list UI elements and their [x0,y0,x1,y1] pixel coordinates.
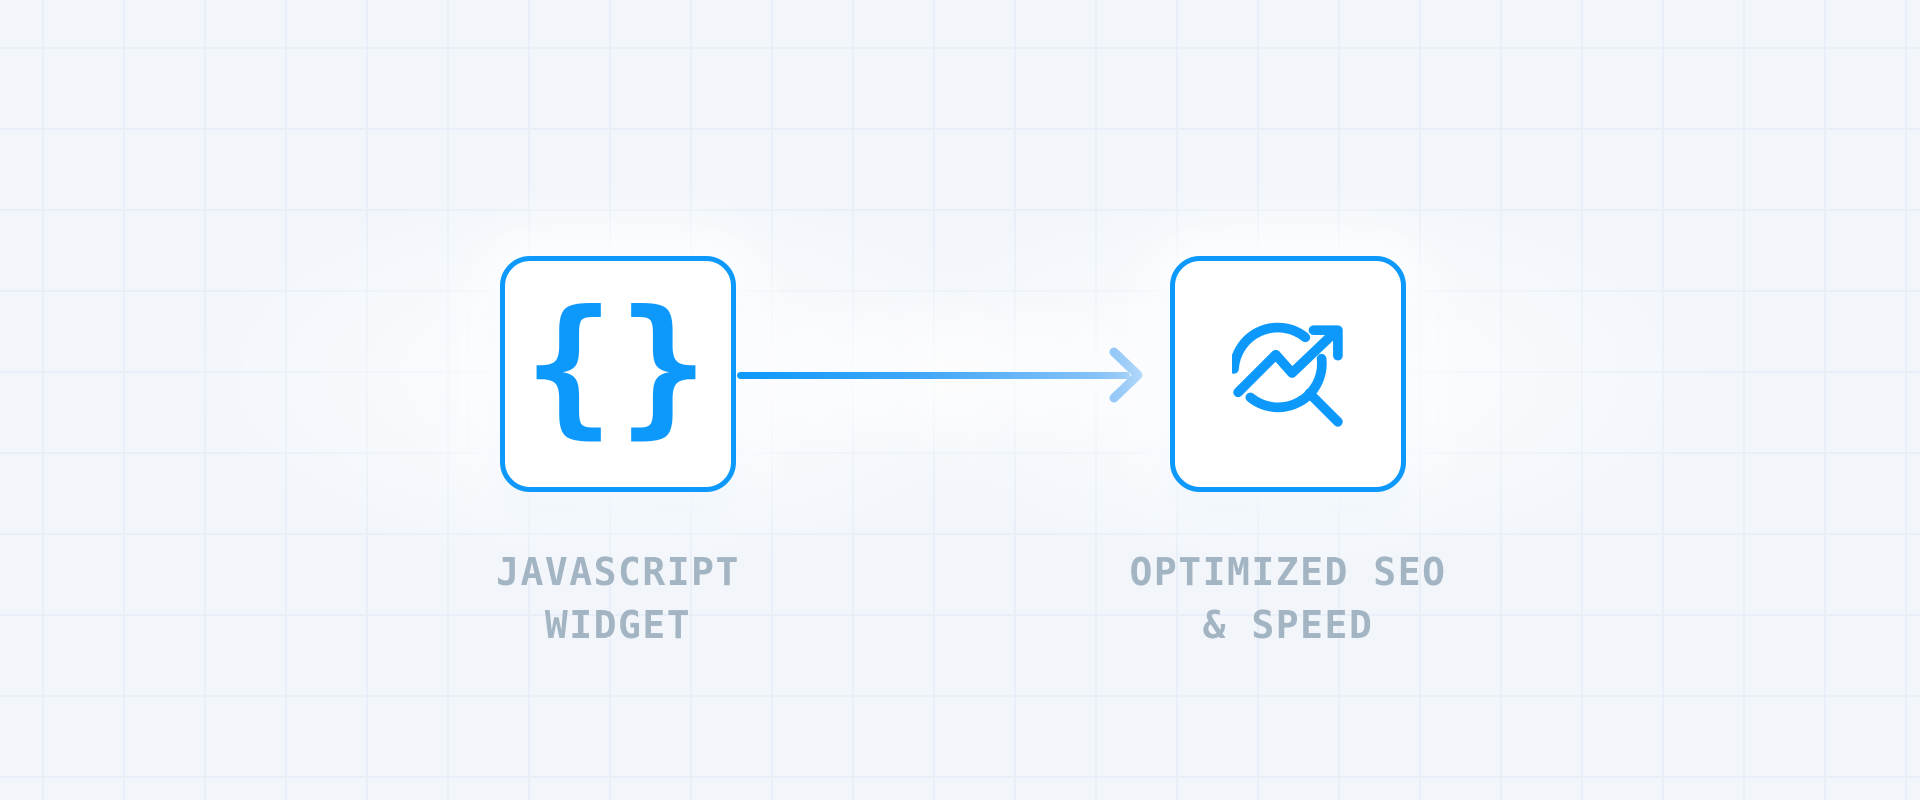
flow-connector [737,343,1147,407]
trend-arrow-tip [1308,325,1343,361]
arrow-shaft [737,371,1130,379]
trend-line [1233,327,1340,398]
node-optimized-seo-speed [1170,256,1406,492]
node-label-javascript-widget: JAVASCRIPT WIDGET [358,546,878,652]
trend-search-icon [1232,322,1343,427]
label-line: OPTIMIZED SEO [1129,550,1447,594]
node-javascript-widget: {} [500,256,736,492]
label-line: JAVASCRIPT [496,550,740,594]
circle-top-arc [1232,322,1311,374]
arrow-head-icon [1109,347,1143,403]
braces-icon: {} [523,279,713,453]
label-line: WIDGET [544,603,692,647]
node-label-optimized-seo-speed: OPTIMIZED SEO & SPEED [1028,546,1548,652]
magnifier-handle [1304,388,1343,427]
circle-bottom-arc [1245,353,1327,413]
label-line: & SPEED [1202,603,1374,647]
